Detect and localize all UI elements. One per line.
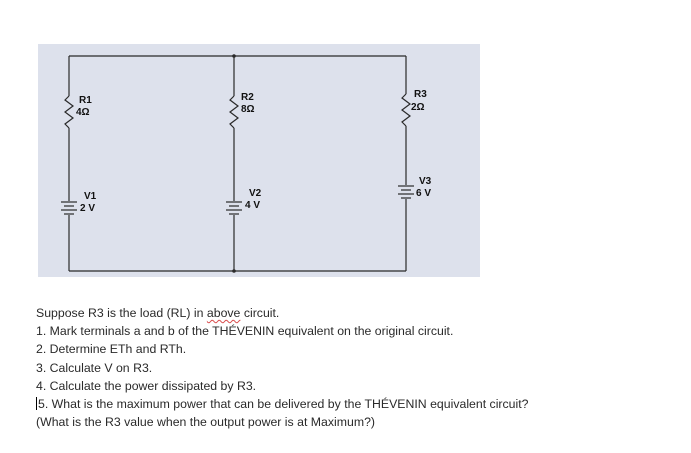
- v2-name-label: V2: [249, 188, 262, 199]
- intro-text-before: Suppose R3 is the load (RL) in: [36, 306, 207, 320]
- circuit-schematic: R1 4Ω R2 8Ω R3 2Ω V1 2 V V2 4 V V3 6 V: [61, 54, 432, 273]
- v3-value-label: 6 V: [416, 188, 431, 199]
- r3-value-label: 2Ω: [411, 102, 425, 113]
- intro-text-after: circuit.: [240, 306, 280, 320]
- resistor-r3-symbol: [401, 93, 411, 127]
- question-1: 1. Mark terminals a and b of the THÉVENI…: [36, 324, 454, 339]
- r3-name-label: R3: [414, 89, 427, 100]
- question-3: 3. Calculate V on R3.: [36, 360, 153, 375]
- resistor-r1-symbol: [64, 95, 74, 129]
- question-5: 5. What is the maximum power that can be…: [38, 397, 529, 412]
- v1-value-label: 2 V: [80, 203, 95, 214]
- junction-top: [232, 54, 236, 58]
- r1-name-label: R1: [79, 95, 92, 106]
- r2-value-label: 8Ω: [241, 104, 255, 115]
- question-2: 2. Determine ETh and RTh.: [36, 342, 187, 357]
- question-text: Suppose R3 is the load (RL) in above cir…: [36, 304, 676, 431]
- intro-underlined-word: above: [206, 306, 241, 320]
- question-4: 4. Calculate the power dissipated by R3.: [36, 378, 257, 393]
- circuit-diagram: R1 4Ω R2 8Ω R3 2Ω V1 2 V V2 4 V V3 6 V: [38, 44, 480, 277]
- question-5-line: 5. What is the maximum power that can be…: [36, 395, 676, 413]
- text-cursor: [36, 397, 37, 411]
- r1-value-label: 4Ω: [76, 107, 90, 118]
- question-5b: (What is the R3 value when the output po…: [36, 415, 375, 430]
- r2-name-label: R2: [241, 92, 254, 103]
- v1-name-label: V1: [84, 191, 97, 202]
- intro-line: Suppose R3 is the load (RL) in above cir…: [36, 304, 676, 322]
- junction-bottom: [232, 269, 236, 273]
- v3-name-label: V3: [419, 176, 432, 187]
- resistor-r2-symbol: [229, 95, 239, 129]
- v2-value-label: 4 V: [245, 200, 260, 211]
